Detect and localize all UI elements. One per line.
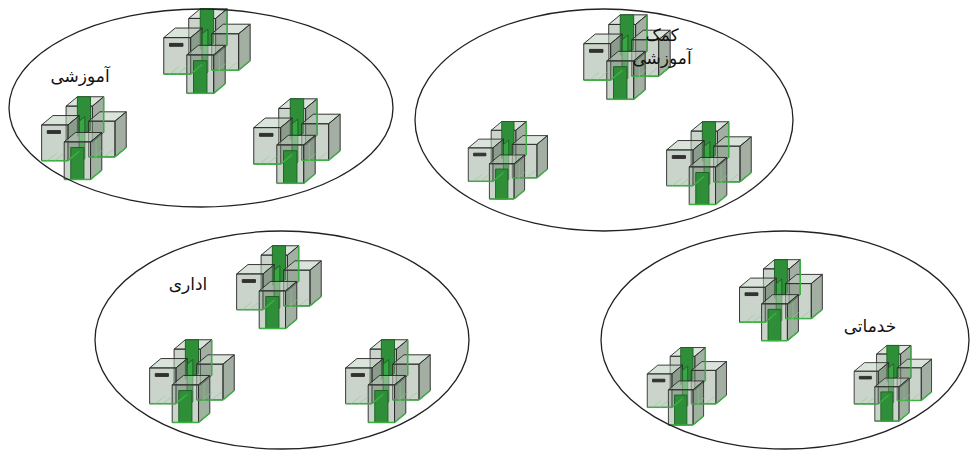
- zone-ellipse: اداری: [94, 230, 470, 450]
- ellipse-outline: [600, 230, 970, 450]
- ellipse-outline: [8, 8, 394, 208]
- zone-label: خدماتی: [844, 315, 897, 338]
- zone-ellipse: خدماتی: [600, 230, 970, 450]
- ellipse-outline: [94, 230, 470, 450]
- zone-label: اداری: [169, 273, 208, 296]
- ellipse-outline: [414, 8, 794, 232]
- zone-label: کمک آموزشی: [632, 24, 691, 70]
- zone-ellipse: آموزشی: [8, 8, 394, 208]
- zone-ellipse: کمک آموزشی: [414, 8, 794, 232]
- zone-label: آموزشی: [50, 65, 109, 88]
